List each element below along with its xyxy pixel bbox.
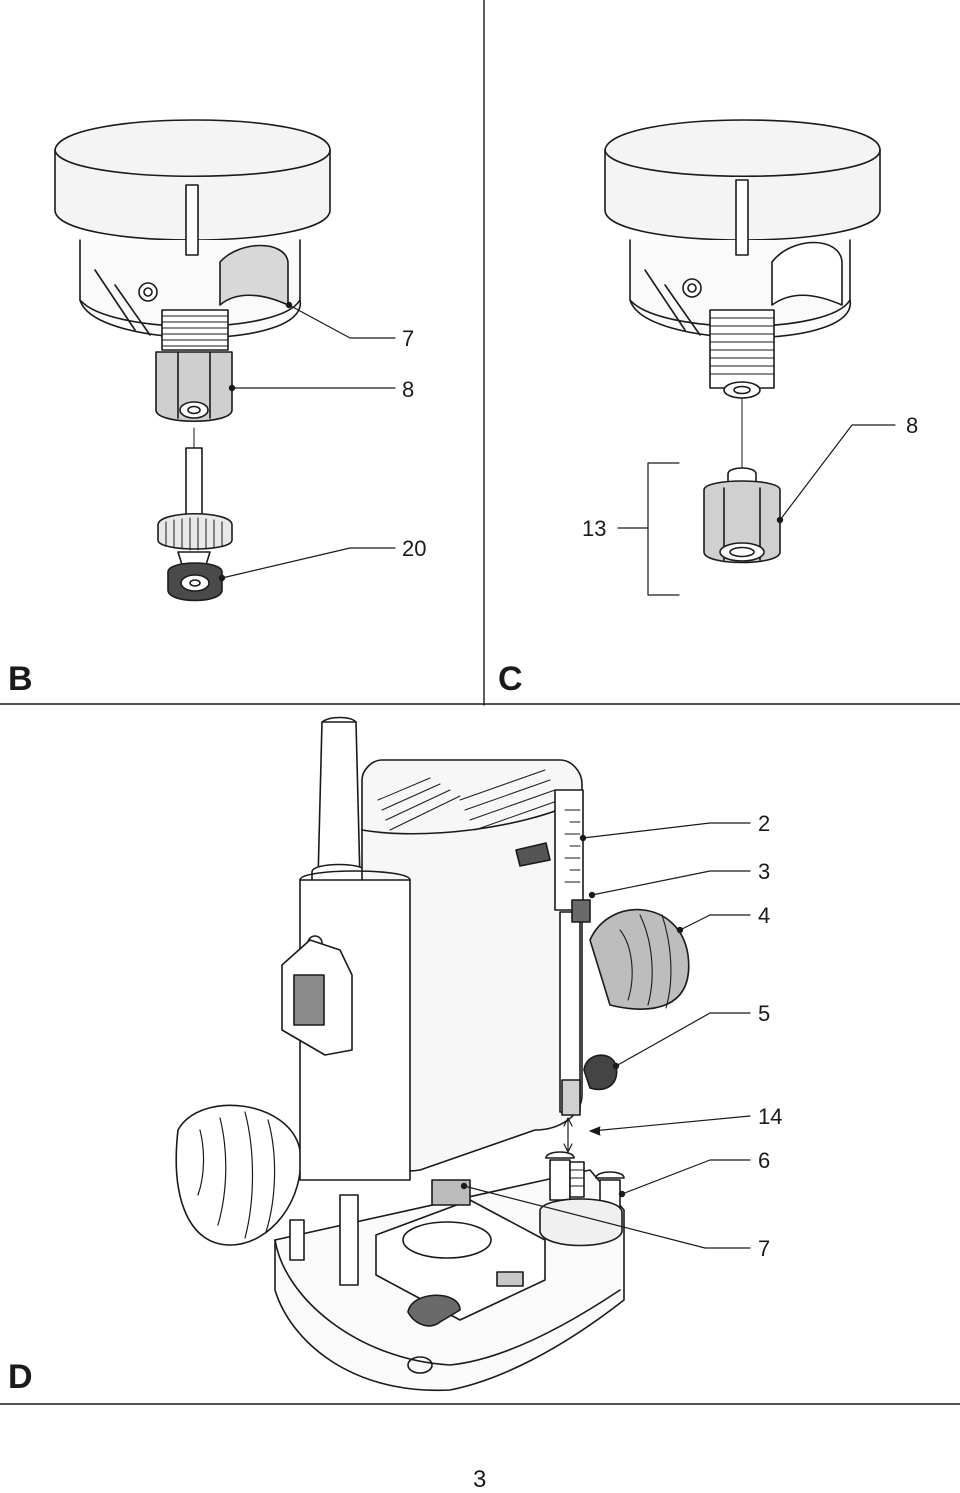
callout-b-7: 7: [402, 326, 415, 351]
panel-d-leaders: [460, 822, 751, 1249]
callout-d-3: 3: [758, 859, 771, 884]
panel-d-illustration: [175, 716, 690, 1392]
callout-d-4: 4: [758, 903, 771, 928]
callout-b-20: 20: [402, 536, 427, 561]
callout-c-8: 8: [906, 413, 919, 438]
callout-d-14: 14: [758, 1104, 783, 1129]
panel-b-illustration: [54, 119, 331, 602]
callout-b-8: 8: [402, 377, 415, 402]
callout-d-7: 7: [758, 1236, 771, 1261]
callout-d-6: 6: [758, 1148, 771, 1173]
panel-b-leaders: [218, 301, 396, 582]
panel-letter-d: D: [8, 1358, 33, 1396]
panel-letter-c: C: [498, 660, 523, 698]
panel-letter-b: B: [8, 660, 33, 698]
panel-c-leaders: [617, 424, 896, 596]
callout-c-13: 13: [582, 516, 607, 541]
panel-dividers: [0, 0, 960, 1405]
callout-d-5: 5: [758, 1001, 771, 1026]
callout-d-2: 2: [758, 811, 771, 836]
panel-c-illustration: [604, 119, 881, 564]
page-number: 3: [473, 1466, 487, 1493]
